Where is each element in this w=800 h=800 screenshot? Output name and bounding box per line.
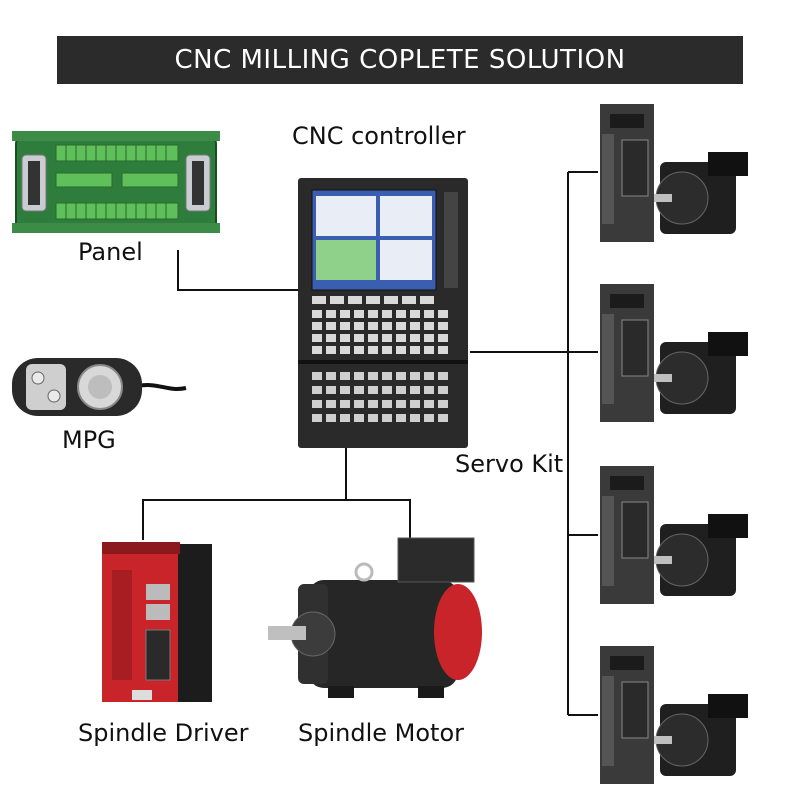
- servo-unit-4: [600, 646, 748, 784]
- panel-terminal-board: [12, 131, 220, 233]
- panel-label: Panel: [78, 238, 143, 266]
- title-banner: CNC MILLING COPLETE SOLUTION: [57, 36, 743, 84]
- servo-unit-2: [600, 284, 748, 422]
- title-text: CNC MILLING COPLETE SOLUTION: [174, 45, 626, 75]
- mpg-handwheel: [12, 358, 187, 416]
- servo-unit-3: [600, 466, 748, 604]
- spindle-driver-label: Spindle Driver: [78, 719, 249, 747]
- spindle-motor-label: Spindle Motor: [298, 719, 464, 747]
- mpg-label: MPG: [62, 426, 116, 454]
- spindle-motor: [268, 537, 482, 698]
- spindle-driver: [102, 542, 212, 702]
- controller-label: CNC controller: [292, 122, 466, 150]
- cnc-controller: [298, 178, 468, 448]
- servo-label: Servo Kit: [455, 450, 564, 478]
- servo-unit-1: [600, 104, 748, 242]
